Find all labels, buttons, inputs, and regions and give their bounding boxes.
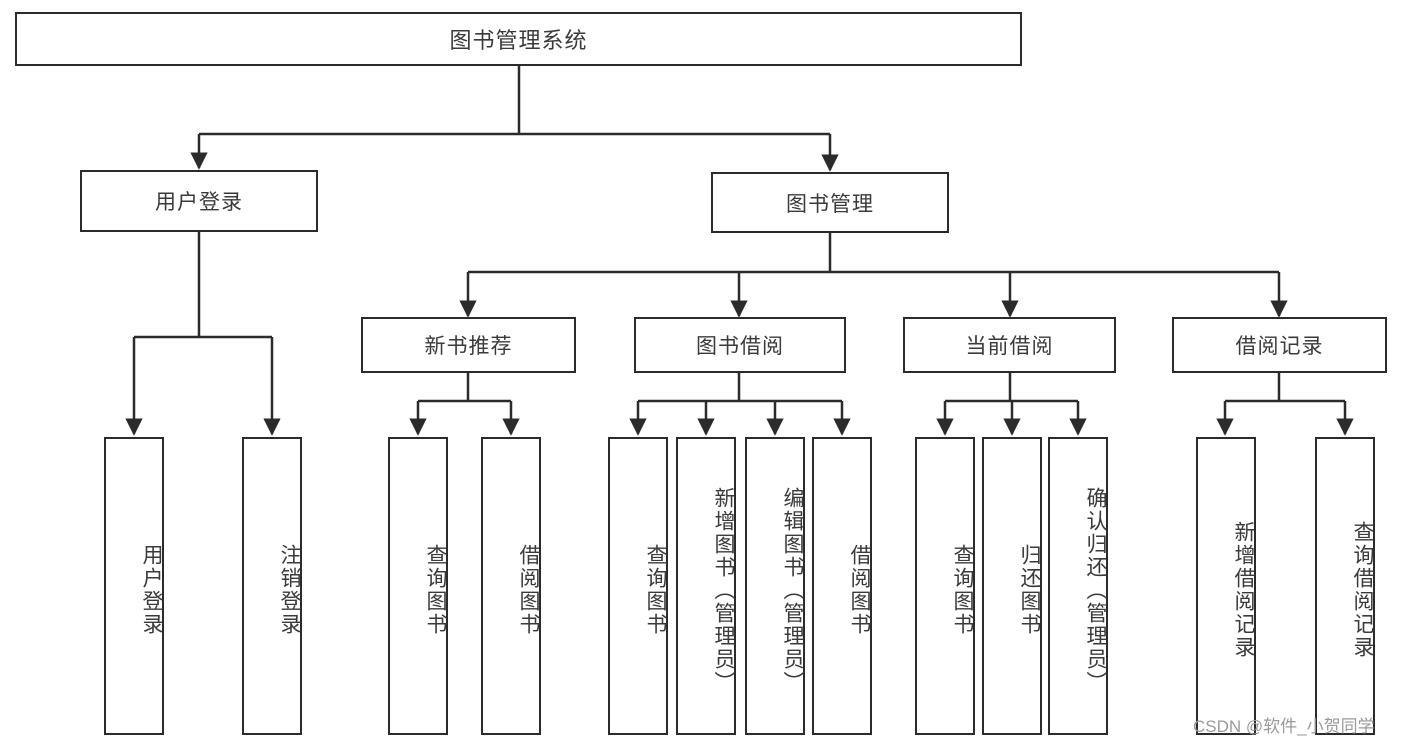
- node-label: 归还图书: [1018, 544, 1041, 636]
- node-label: 借阅记录: [1235, 335, 1324, 358]
- leaf-borrow-query-book[interactable]: 查询图书: [608, 437, 668, 735]
- node-label: 确认归还（管理员）: [1084, 486, 1107, 694]
- node-label: 查询图书: [951, 544, 974, 636]
- node-root-system[interactable]: 图书管理系统: [15, 12, 1022, 66]
- leaf-records-add-record[interactable]: 新增借阅记录: [1196, 437, 1256, 735]
- node-label: 图书管理: [786, 192, 874, 216]
- node-book-borrow[interactable]: 图书借阅: [634, 317, 846, 373]
- node-borrow-records[interactable]: 借阅记录: [1172, 317, 1387, 373]
- node-label: 查询图书: [424, 544, 447, 636]
- leaf-borrow-borrow-book[interactable]: 借阅图书: [812, 437, 872, 735]
- node-label: 借阅图书: [848, 544, 871, 636]
- node-label: 注销登录: [278, 544, 301, 636]
- leaf-borrow-add-book-admin[interactable]: 新增图书（管理员）: [676, 437, 736, 735]
- leaf-current-query-book[interactable]: 查询图书: [915, 437, 975, 735]
- node-label: 新书推荐: [424, 335, 513, 358]
- leaf-user-login-signout[interactable]: 注销登录: [242, 437, 302, 735]
- node-new-book-recommend[interactable]: 新书推荐: [361, 317, 576, 373]
- node-label: 查询图书: [644, 544, 667, 636]
- leaf-new-book-query[interactable]: 查询图书: [388, 437, 448, 735]
- node-current-borrow[interactable]: 当前借阅: [903, 317, 1116, 373]
- node-label: 新增借阅记录: [1232, 521, 1255, 659]
- node-label: 用户登录: [140, 544, 163, 636]
- leaf-new-book-borrow[interactable]: 借阅图书: [481, 437, 541, 735]
- leaf-borrow-edit-book-admin[interactable]: 编辑图书（管理员）: [745, 437, 805, 735]
- node-label: 借阅图书: [517, 544, 540, 636]
- watermark-text: CSDN @软件_小贺同学: [1193, 717, 1375, 736]
- node-label: 当前借阅: [965, 335, 1054, 358]
- node-book-management[interactable]: 图书管理: [711, 172, 949, 233]
- node-user-login[interactable]: 用户登录: [80, 170, 318, 232]
- node-label: 编辑图书（管理员）: [781, 486, 804, 694]
- leaf-records-query-record[interactable]: 查询借阅记录: [1315, 437, 1375, 735]
- leaf-current-confirm-return-admin[interactable]: 确认归还（管理员）: [1048, 437, 1108, 735]
- node-label: 新增图书（管理员）: [712, 486, 735, 694]
- node-label: 图书管理系统: [449, 28, 588, 53]
- node-label: 查询借阅记录: [1351, 521, 1374, 659]
- leaf-user-login-signin[interactable]: 用户登录: [104, 437, 164, 735]
- node-label: 图书借阅: [696, 335, 784, 358]
- leaf-current-return-book[interactable]: 归还图书: [982, 437, 1042, 735]
- node-label: 用户登录: [155, 191, 243, 214]
